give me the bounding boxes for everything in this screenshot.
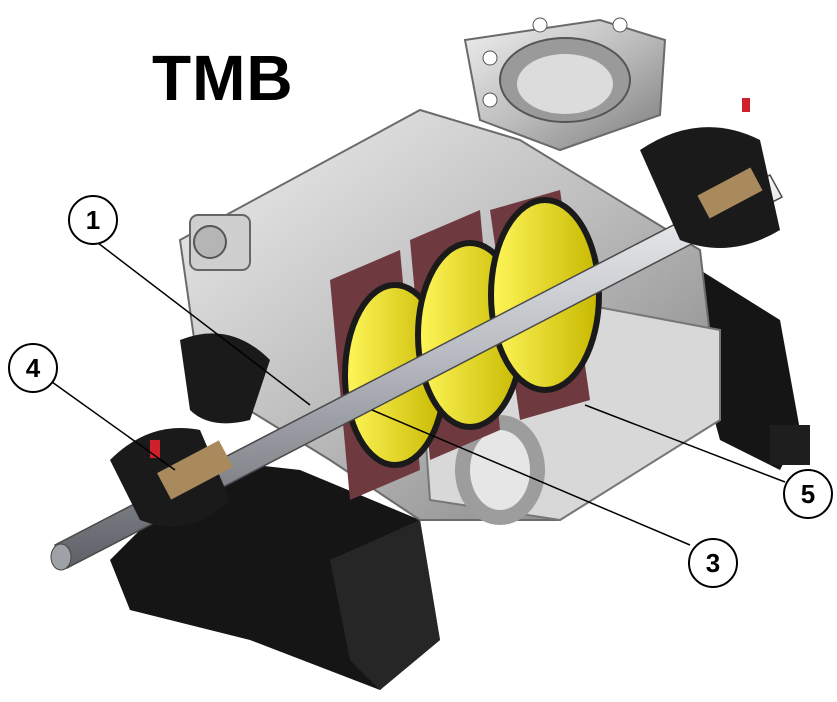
leader-lines [51,242,786,546]
callout-4-label: 4 [26,353,41,383]
bearing-housing-left [110,333,270,527]
callout-5: 5 [783,469,833,519]
callout-5-label: 5 [801,479,815,509]
callout-1-label: 1 [86,205,100,235]
discharge-flange [463,17,667,152]
diagram-title: TMB [152,42,294,114]
pump-shaft [50,173,784,571]
bearing-housing-right [640,98,780,248]
callout-4: 4 [8,343,58,393]
callout-3: 3 [688,538,738,588]
callout-1: 1 [68,195,118,245]
callout-3-label: 3 [706,548,720,578]
